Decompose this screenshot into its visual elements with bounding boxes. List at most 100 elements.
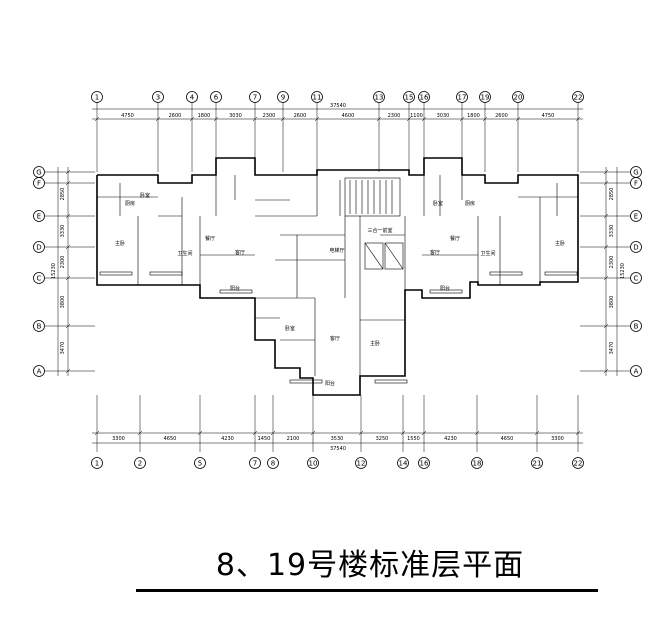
axis-bubble-right-label: F (634, 180, 638, 188)
dim-segment-top: 4750 (542, 113, 555, 119)
axis-bubble-bottom (471, 457, 483, 469)
window (374, 379, 408, 384)
dim-tick (252, 430, 258, 436)
axis-bubble-left-label: D (36, 244, 41, 252)
room-label: 三合一前室 (367, 227, 392, 234)
window (429, 289, 463, 294)
drawing-title: 8、19号楼标准层平面 (215, 548, 525, 583)
room-label: 主卧 (555, 240, 565, 247)
dim-segment-right: 3470 (609, 342, 615, 355)
axis-bubble-bottom-label: 8 (271, 460, 275, 468)
axis-bubble-top-label: 1 (95, 94, 99, 102)
dim-tick (376, 116, 382, 122)
dim-segment-right: 2300 (609, 256, 615, 269)
axis-bubble-right (630, 272, 642, 284)
room-label: 厨房 (465, 200, 475, 207)
axis-bubble-bottom-label: 5 (198, 460, 202, 468)
dim-segment-top: 2300 (263, 113, 276, 119)
axis-bubble-top (186, 91, 198, 103)
dim-segment-top: 2600 (169, 113, 182, 119)
dim-tick (603, 180, 609, 186)
dim-segment-top: 4600 (342, 113, 355, 119)
axis-bubble-left-label: E (37, 213, 41, 221)
axis-bubble-bottom (572, 457, 584, 469)
room-label: 客厅 (235, 249, 245, 256)
dim-tick (603, 275, 609, 281)
axis-gridlines (45, 100, 630, 452)
dim-segment-right: 3800 (609, 296, 615, 309)
axis-bubble-bottom-label: 1 (95, 460, 99, 468)
axis-bubble-bottom-label: 10 (309, 460, 318, 468)
room-label: 阳台 (230, 285, 240, 292)
dim-tick (65, 180, 71, 186)
axis-bubble-top (91, 91, 103, 103)
dim-tick (65, 275, 71, 281)
dim-segment-left: 3800 (60, 296, 66, 309)
dim-tick (155, 116, 161, 122)
axis-bubble-top-label: 4 (190, 94, 195, 102)
room-labels: 卧室厨房主卧客厅阳台卫生间餐厅卧室厨房主卧客厅阳台卫生间餐厅三合一前室电梯厅卧室… (115, 192, 565, 387)
axis-bubble-top-label: 20 (514, 94, 523, 102)
wall-outline (96, 157, 579, 396)
axis-bubble-top (249, 91, 261, 103)
dim-tick (197, 430, 203, 436)
dimension-lines (57, 108, 618, 444)
axis-bubble-left-label: C (37, 275, 42, 283)
dim-tick (421, 116, 427, 122)
room-label: 阳台 (325, 380, 335, 387)
axis-bubble-bottom-label: 18 (473, 460, 482, 468)
axis-bubble-bottom (307, 457, 319, 469)
dim-segment-bottom: 4230 (444, 436, 457, 442)
axis-bubble-left (33, 210, 45, 222)
axis-bubble-top-label: 15 (405, 94, 414, 102)
window (149, 271, 183, 276)
axis-bubble-right (630, 241, 642, 253)
axis-bubble-left-label: F (37, 180, 41, 188)
axis-bubble-top (311, 91, 323, 103)
axis-bubble-top (512, 91, 524, 103)
window (544, 271, 578, 276)
dim-tick (314, 116, 320, 122)
dim-tick (94, 430, 100, 436)
dim-segment-top: 2300 (388, 113, 401, 119)
dim-tick (213, 116, 219, 122)
dim-total-bottom: 37540 (330, 446, 346, 452)
axis-bubble-top-label: 19 (481, 94, 490, 102)
axis-bubble-right-label: B (634, 323, 639, 331)
room-label: 主卧 (115, 240, 125, 247)
dim-tick (189, 116, 195, 122)
dim-tick (482, 116, 488, 122)
dim-tick (65, 213, 71, 219)
axis-bubble-top (403, 91, 415, 103)
dim-segment-top: 4750 (121, 113, 134, 119)
room-label: 阳台 (440, 285, 450, 292)
dim-segment-bottom: 1550 (407, 436, 420, 442)
room-label: 厨房 (125, 200, 135, 207)
room-label: 客厅 (330, 335, 340, 342)
dim-segment-right: 2850 (609, 188, 615, 201)
dim-tick (270, 430, 276, 436)
window (99, 271, 133, 276)
axis-bubble-right (630, 320, 642, 332)
axis-bubble-right (630, 365, 642, 377)
elevator-cross (364, 242, 384, 270)
axis-bubble-left (33, 272, 45, 284)
dim-segment-right: 3330 (609, 225, 615, 238)
axis-bubble-top-label: 22 (574, 94, 583, 102)
dim-segment-bottom: 3530 (331, 436, 344, 442)
axis-bubble-bottom-label: 7 (253, 460, 257, 468)
window (289, 379, 323, 384)
axis-bubble-left (33, 177, 45, 189)
dim-tick (603, 169, 609, 175)
dim-segment-bottom: 3300 (112, 436, 125, 442)
dim-tick (94, 116, 100, 122)
axis-bubble-top-label: 6 (214, 94, 219, 102)
room-label: 电梯厅 (329, 247, 344, 254)
dim-total-left: 15230 (51, 263, 57, 279)
axis-bubble-bottom-label: 2 (138, 460, 142, 468)
room-label: 卧室 (433, 200, 443, 207)
exterior-wall (96, 157, 579, 396)
dim-tick (280, 116, 286, 122)
axis-bubble-bottom (397, 457, 409, 469)
